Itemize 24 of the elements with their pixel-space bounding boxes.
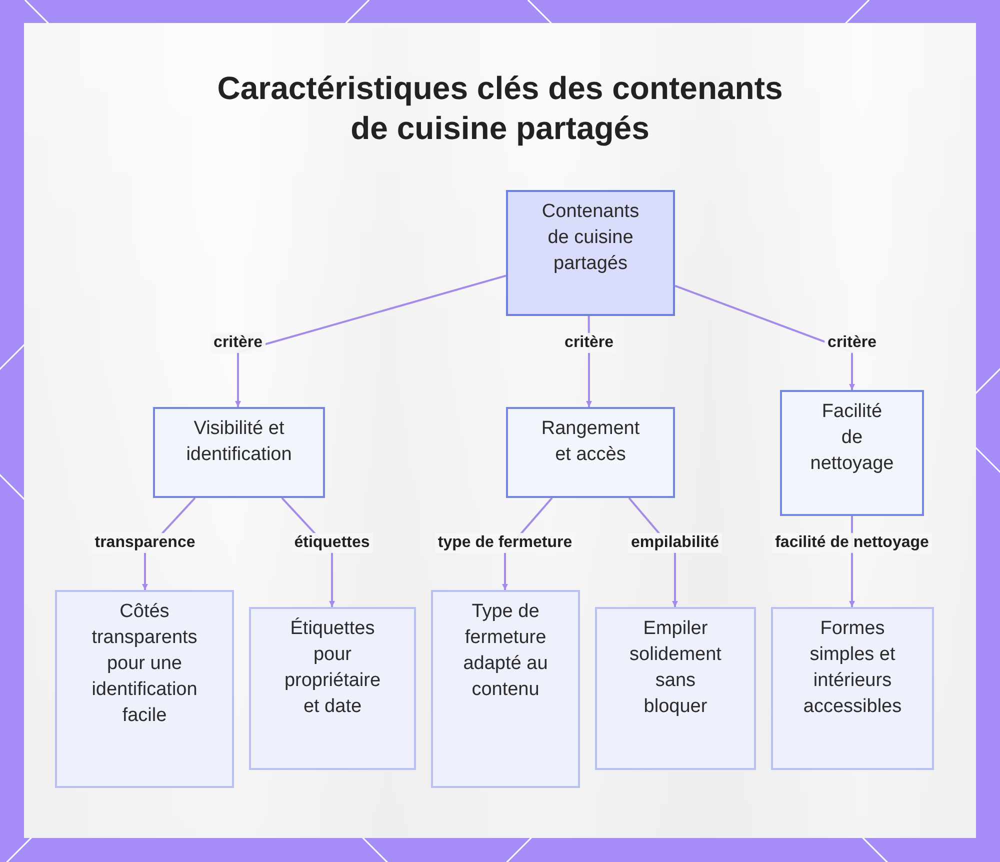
detail-box (595, 607, 756, 770)
box-label: Étiquettes pour propriétaire et date (283, 616, 382, 719)
topic-box (506, 190, 675, 316)
box-label: Type de fermeture adapté au contenu (462, 600, 549, 702)
category-box (506, 407, 675, 498)
diagram-title: Caractéristiques clés des contenants de cuisine partagés (216, 69, 784, 148)
arrow (235, 274, 506, 407)
category-box (780, 390, 924, 516)
detail-box (249, 607, 416, 770)
box-label: Formes simples et intérieurs accessibles (802, 617, 903, 719)
detail-box (771, 607, 934, 770)
edge-label: empilabilité (628, 533, 722, 553)
box-label: Rangement et accès (540, 417, 641, 467)
category-box (153, 407, 325, 498)
arrow (674, 284, 855, 390)
edge-label: facilité de nettoyage (772, 533, 932, 553)
box-label: Contenants de cuisine partagés (540, 200, 640, 276)
detail-box (431, 590, 580, 788)
box-label: Empiler solidement sans bloquer (628, 617, 722, 719)
box-label: Facilité de nettoyage (810, 400, 894, 476)
detail-box (55, 590, 234, 788)
box-label: Visibilité et identification (185, 417, 293, 467)
box-label: Côtés transparents pour une identification facile (90, 600, 198, 728)
edge-label: critère (210, 333, 266, 353)
